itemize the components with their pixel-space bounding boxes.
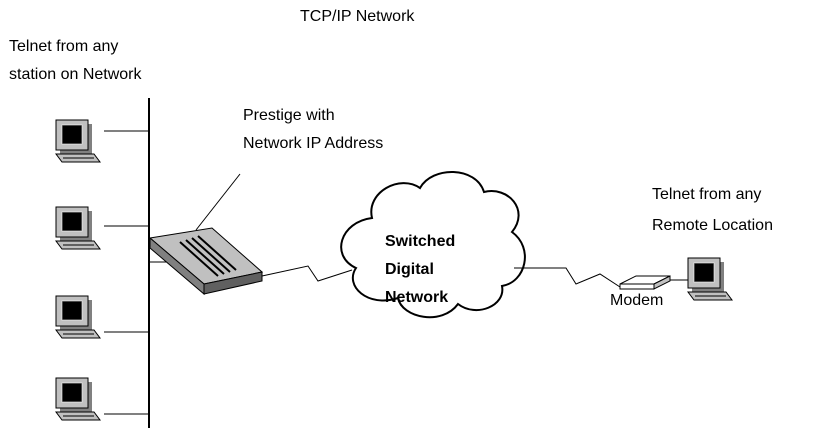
wan-link-right xyxy=(514,267,621,288)
desktop-computer-icon xyxy=(55,295,101,339)
network-title: TCP/IP Network xyxy=(300,8,415,25)
local-telnet-label-line2: station on Network xyxy=(9,66,142,83)
local-telnet-label-line1: Telnet from any xyxy=(9,38,119,55)
desktop-computer-icon xyxy=(687,257,733,301)
modem-icon xyxy=(619,275,671,290)
desktop-computer-icon xyxy=(55,119,101,163)
modem-label: Modem xyxy=(610,292,664,309)
desktop-computer-icon xyxy=(55,377,101,421)
remote-telnet-label-line1: Telnet from any xyxy=(652,186,762,203)
cloud-label-line3: Network xyxy=(385,289,449,306)
prestige-router-icon xyxy=(148,227,264,296)
prestige-label-line2: Network IP Address xyxy=(243,135,384,152)
cloud-label-line2: Digital xyxy=(385,261,434,278)
desktop-computer-icon xyxy=(55,206,101,250)
cloud-label-line1: Switched xyxy=(385,233,456,250)
remote-telnet-label-line2: Remote Location xyxy=(652,217,773,234)
wan-link-left xyxy=(261,265,353,282)
prestige-label-line1: Prestige with xyxy=(243,107,335,124)
network-cloud-icon xyxy=(340,171,526,319)
callout-pointer xyxy=(195,173,241,231)
